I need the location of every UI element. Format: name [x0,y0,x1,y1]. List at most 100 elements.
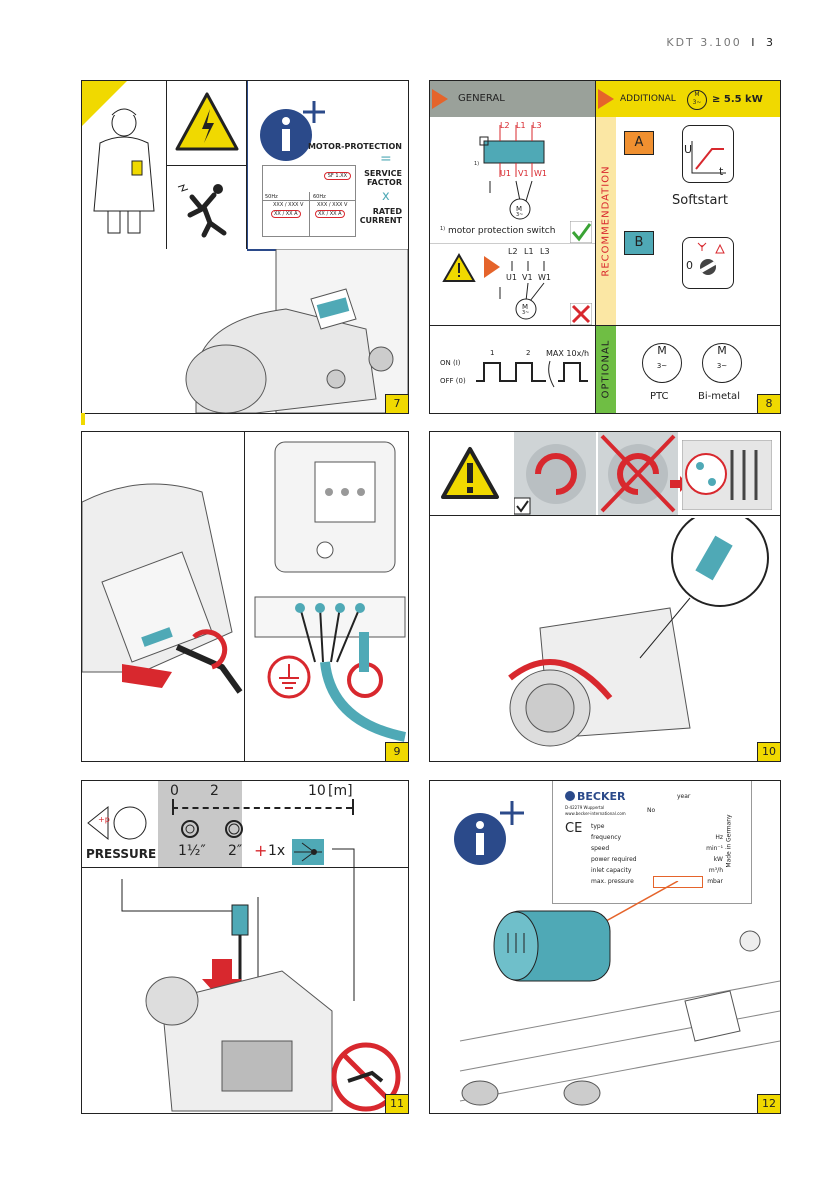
warning-icon [442,253,476,282]
nameplate-row-4: inlet capacity m³/h [591,867,723,874]
yellow-corner-triangle [82,81,127,126]
page-header: KDT 3.100 I 3 [666,36,775,49]
scale-unit: [m] [328,783,353,799]
plate-sf: SF 1.XX [323,172,351,180]
ptc-3: 3~ [656,362,668,370]
bot-l2: L2 [508,247,518,256]
pump-installation-illustration [121,848,401,1112]
panel-number-11: 11 [385,1094,408,1113]
row-unit: m³/h [708,867,723,874]
row-label: inlet capacity [591,867,632,874]
quantity-1x: 1x [268,843,286,859]
pressure-label: PRESSURE [86,847,157,861]
equals-sign: = [380,151,392,167]
star-delta-zero: 0 [686,259,693,272]
pipe-size-15: 1½″ [178,843,206,859]
panel-9: 9 [81,431,409,762]
panel-number-12: 12 [757,1094,780,1113]
green-check-icon [570,221,592,243]
optional-label: OPTIONAL [600,339,612,399]
footnote-mark: 1) [440,226,446,232]
diagram-footnote-mark: 1) [474,161,480,167]
pressure-symbol-icon [87,805,147,841]
bimetal-label: Bi-metal [698,391,740,402]
becker-logo-icon [565,791,575,801]
plate-50hz: 50Hz [265,194,278,200]
plus-sign: + [254,841,268,860]
bimetal-3: 3~ [716,362,728,370]
service-factor-label: SERVICE FACTOR [364,169,402,187]
bimetal-motor-icon: M 3~ [702,343,742,383]
header-separator: I [751,36,757,49]
electrocution-icon [177,184,227,238]
plate-a60: XX / XX A [315,210,345,218]
nameplate: BECKER D-42279 Wuppertal www.becker-inte… [552,781,752,904]
off-label: OFF (0) [440,377,466,385]
top-u1: U1 [500,169,511,178]
phase-swap-terminal-photo [682,440,772,510]
top-l3: L3 [532,121,542,130]
optional-strip [596,326,616,413]
panel-number-8: 8 [757,394,780,413]
pulse-diagram [476,360,588,388]
scale-0: 0 [170,783,179,799]
top-motor-3: 3~ [516,212,524,218]
row-unit: kW [713,856,723,863]
star-delta-switch-icon [697,242,725,275]
option-a-badge: A [624,131,654,155]
bot-motor-3: 3~ [522,310,530,316]
ptc-m: M [657,344,667,357]
additional-arrow-icon [598,89,614,109]
top-motor-m: M [516,205,523,213]
nameplate-row-0: type [591,823,711,830]
rated-current-label: RATED CURRENT [359,207,402,225]
nameplate-row-2: speed min⁻¹ [591,845,723,852]
option-b-badge: B [624,231,654,255]
yellow-marker [81,413,85,425]
plate-v50: XXX / XXX V [273,202,304,208]
brand-web: www.becker-international.com [565,811,626,816]
bot-l1: L1 [524,247,534,256]
nameplate-row-3: power required kW [591,856,723,863]
technician-figure [93,108,155,234]
general-header [430,81,595,117]
ptc-label: PTC [650,391,669,402]
brand-name: BECKER [577,790,626,803]
doc-code: KDT 3.100 [666,36,742,49]
softstart-u: U [684,143,693,156]
plate-v60: XXX / XXX V [317,202,348,208]
general-label: GENERAL [458,93,505,104]
info-icon [454,801,524,865]
bot-w1: W1 [538,273,551,282]
row-label: type [591,823,605,830]
orange-arrow-icon [484,256,500,278]
nameplate-mini: SF 1.XX 50Hz 60Hz XXX / XXX V XXX / XXX … [262,165,356,237]
scale-10: 10 [308,783,326,799]
row-unit: Hz [715,834,723,841]
rotation-wrong-photo [598,432,678,515]
warning-icon [441,447,499,499]
row-label: power required [591,856,637,863]
check-valve-icon [292,839,324,865]
pipe-15-icon [181,820,199,838]
times-sign: x [382,189,390,204]
ptc-motor-icon: M 3~ [642,343,682,383]
bimetal-m: M [717,344,727,357]
pipe-size-2: 2″ [228,843,243,859]
row-unit: min⁻¹ [706,845,723,852]
panel-10: 10 [429,431,781,762]
row-label: frequency [591,834,622,841]
panel-7: MOTOR-PROTECTION = SERVICE FACTOR x RATE… [81,80,409,414]
red-cross-icon [570,303,592,325]
footnote-text: motor protection switch [448,226,556,236]
pipe-2-icon [225,820,243,838]
softstart-box [682,125,734,183]
row-label: speed [591,845,610,852]
panel-number-7: 7 [385,394,408,413]
max-pressure-highlight [653,876,703,888]
recommendation-label: RECOMMENDATION [600,165,612,277]
nameplate-row-1: frequency Hz [591,834,723,841]
max-starts-label: MAX 10x/h [546,349,590,358]
direct-motor-diagram [499,261,545,320]
terminal-wiring-illustration [254,441,407,742]
